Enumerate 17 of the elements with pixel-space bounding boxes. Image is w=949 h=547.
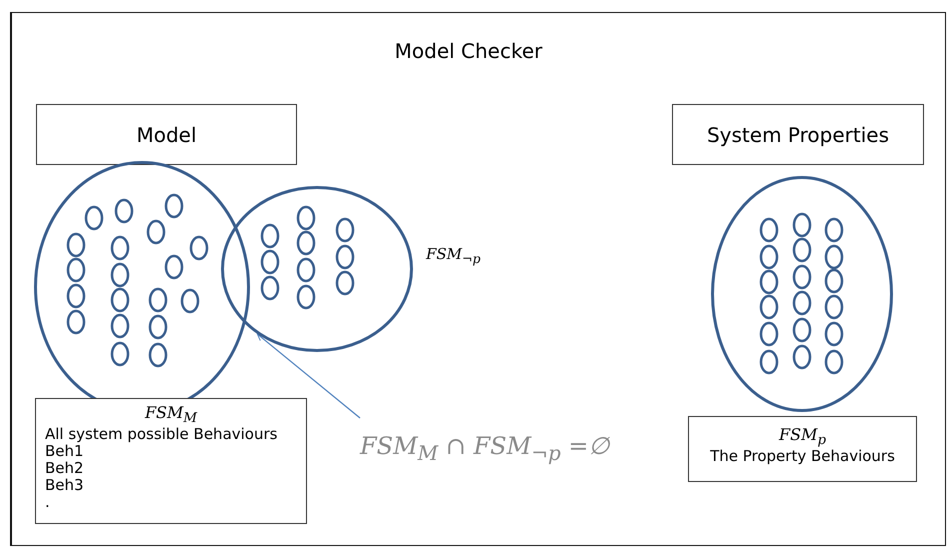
text-box: [35, 398, 307, 524]
text-box: [688, 416, 917, 482]
arrow: [256, 334, 360, 418]
formula-label: FSM$_{M}$: [144, 403, 198, 426]
frame-panel: [10, 12, 946, 546]
list-item: Beh1: [45, 443, 84, 460]
frame-heading: Model Checker: [394, 39, 542, 63]
set-label: FSM$_{¬p}$: [426, 245, 481, 266]
description-text: The Property Behaviours: [710, 448, 895, 466]
formula-text: FSM$_{M}$ ∩ FSM$_{¬p}$ =∅: [360, 426, 610, 473]
heading-box: System Properties: [672, 104, 924, 165]
list-item: Beh3: [45, 477, 84, 494]
description-text: All system possible Behaviours: [45, 426, 278, 444]
heading-box: Model: [36, 104, 297, 165]
formula-label: FSM$_{p}$: [779, 425, 826, 448]
list-item: Beh2: [45, 460, 84, 478]
list-item: .: [45, 494, 50, 512]
